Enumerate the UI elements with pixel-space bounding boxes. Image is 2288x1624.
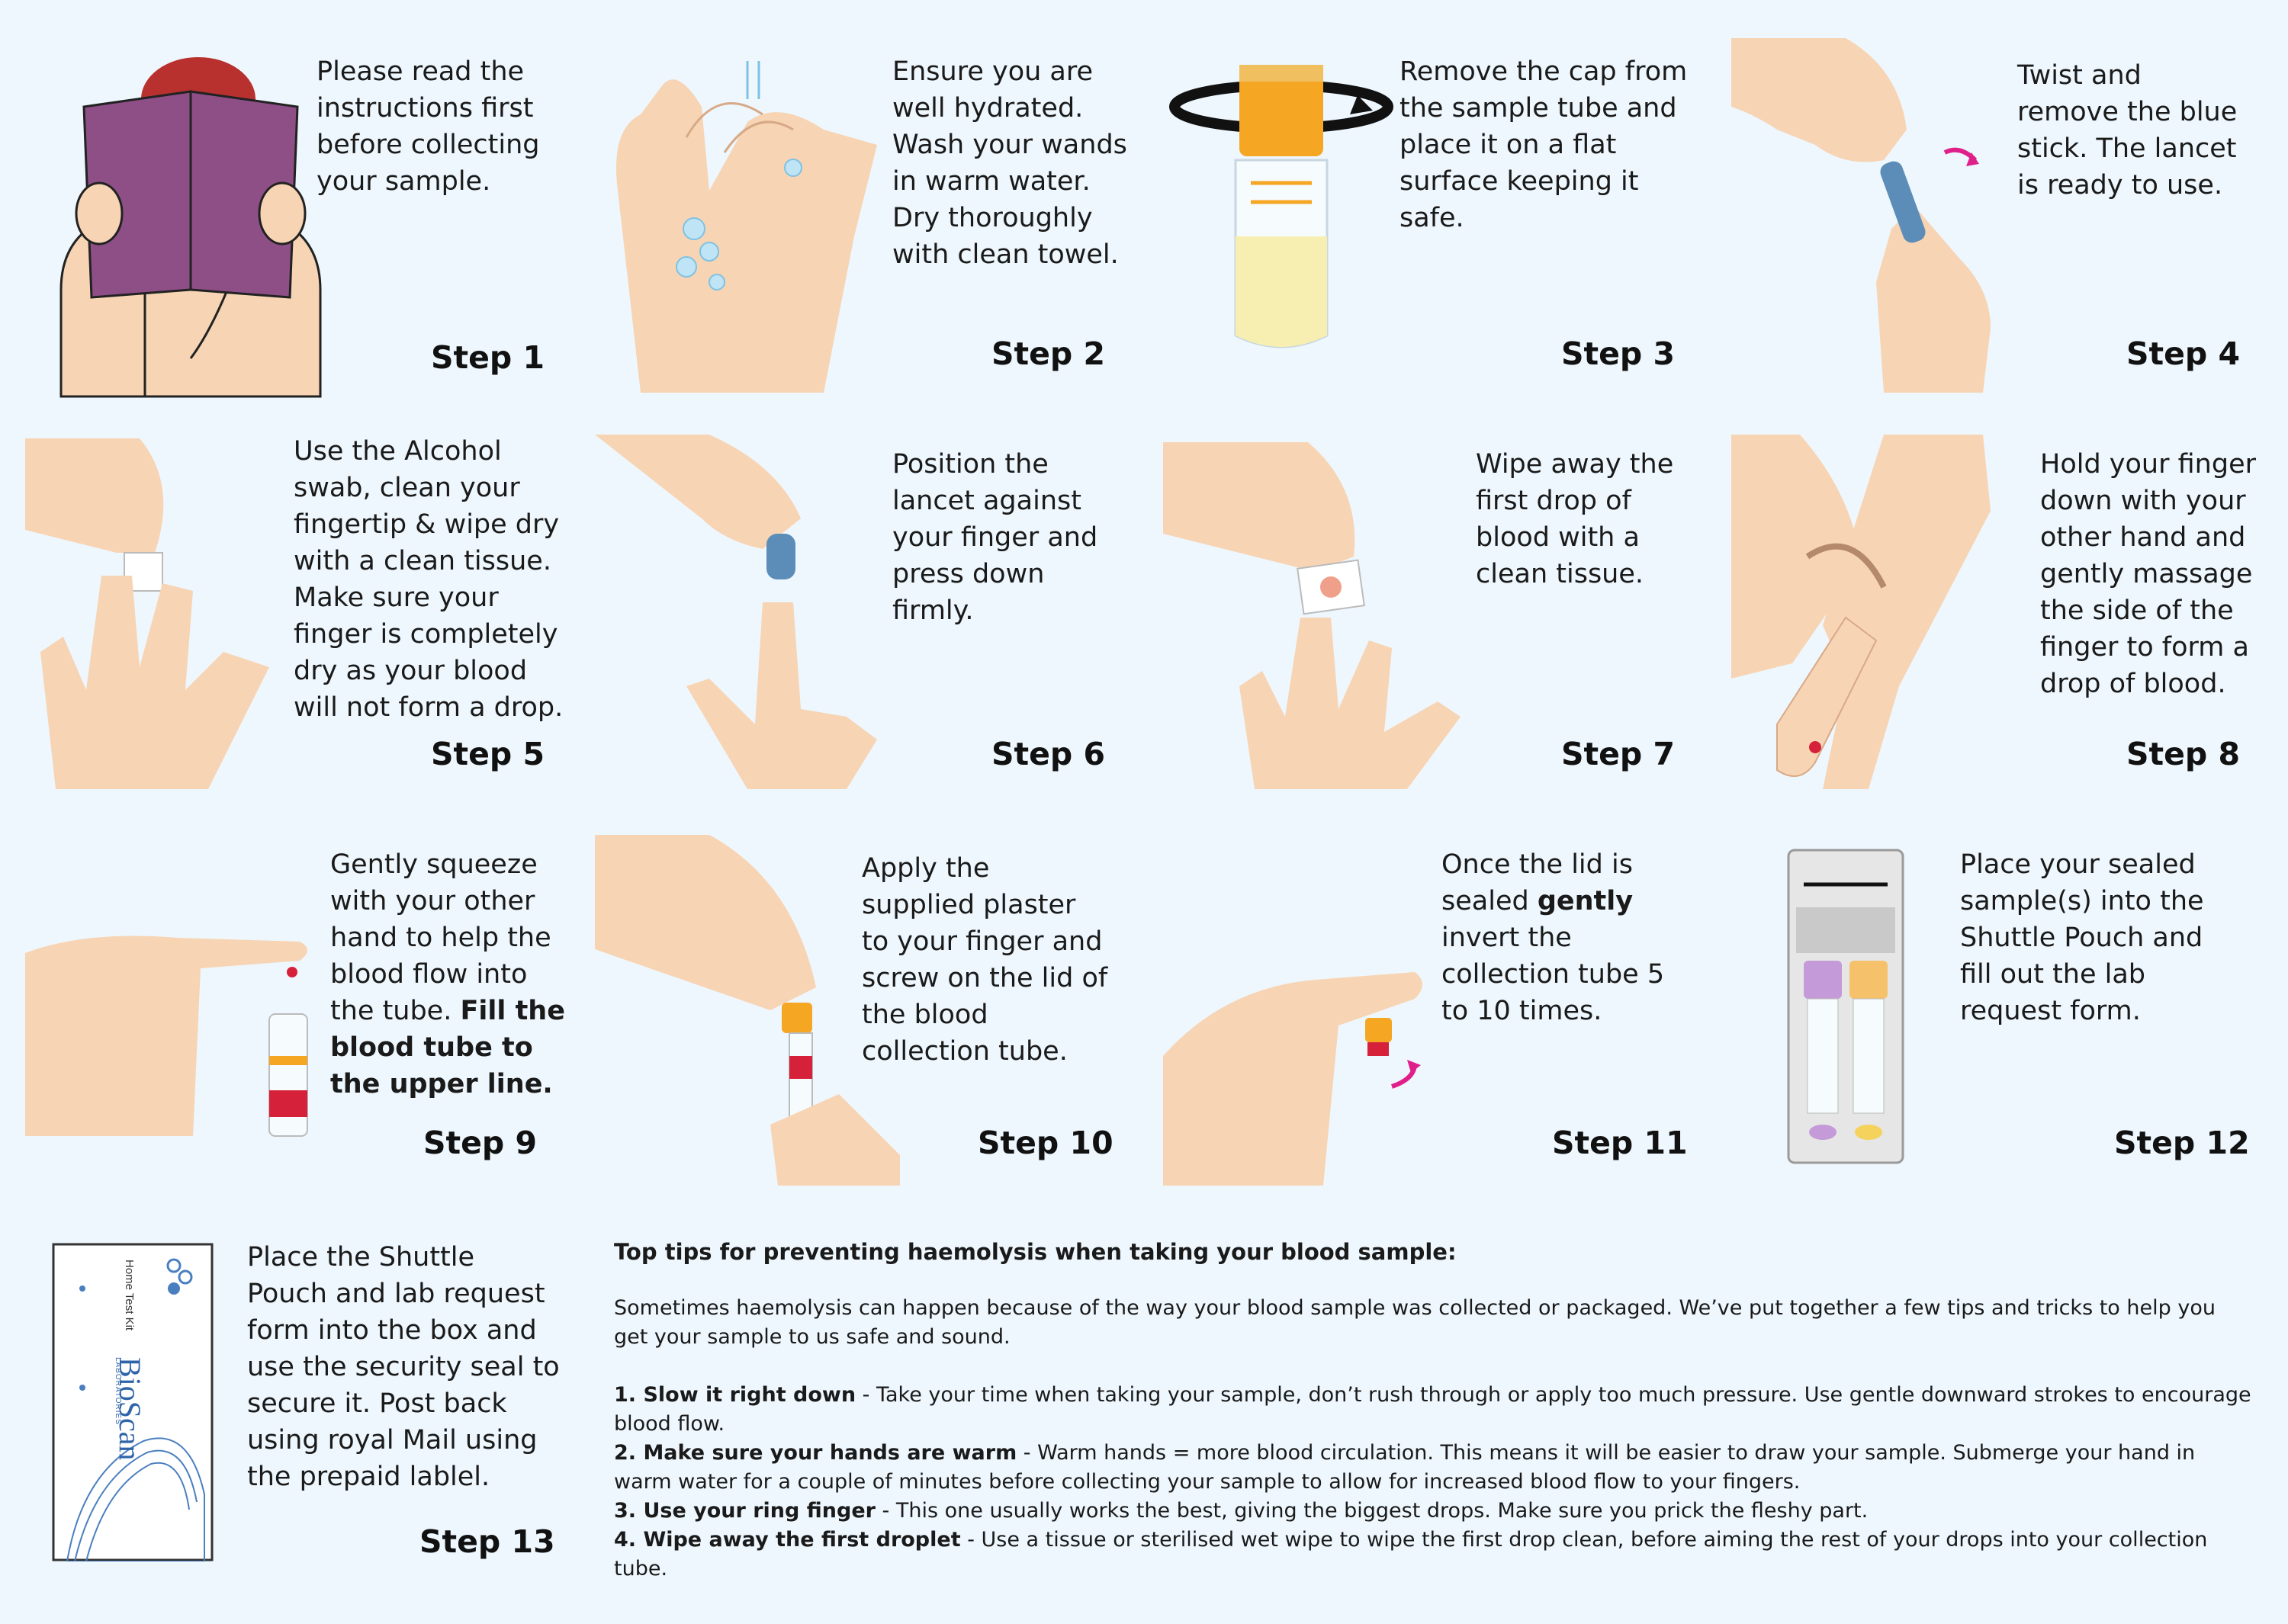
step-13: BioScan LABORATORIES Home Test Kit Place…	[52, 1242, 616, 1624]
step-2-label: Step 2	[991, 335, 1106, 372]
step-12-label: Step 12	[2114, 1125, 2250, 1161]
step-11-label: Step 11	[1552, 1125, 1688, 1161]
lancet-twist-illustration	[1731, 38, 2013, 393]
lancet-press-illustration	[595, 435, 900, 789]
bioscan-box-illustration: BioScan LABORATORIES Home Test Kit	[52, 1243, 214, 1561]
step-5-label: Step 5	[431, 736, 545, 772]
step-3-label: Step 3	[1561, 335, 1676, 372]
invert-tube-illustration	[1163, 835, 1453, 1186]
finger-massage-illustration	[1731, 435, 2021, 789]
tip-item: 2. Make sure your hands are warm - Warm …	[614, 1441, 2196, 1494]
step-8-label: Step 8	[2126, 736, 2241, 772]
step-11: Once the lid is sealed gently invert the…	[1163, 835, 1727, 1216]
squeeze-into-tube-illustration	[25, 839, 315, 1151]
tips-intro: Sometimes haemolysis can happen because …	[614, 1296, 2216, 1349]
step-4-label: Step 4	[2126, 335, 2241, 372]
tip-item: 4. Wipe away the first droplet - Use a t…	[614, 1528, 2208, 1581]
box-sub-label: LABORATORIES	[114, 1357, 122, 1425]
tip-item: 1. Slow it right down - Take your time w…	[614, 1383, 2251, 1436]
reading-person-illustration	[31, 38, 351, 404]
tip-item: 3. Use your ring finger - This one usual…	[614, 1499, 1869, 1523]
haemolysis-tips: Top tips for preventing haemolysis when …	[614, 1239, 2254, 1584]
tips-heading: Top tips for preventing haemolysis when …	[614, 1239, 1457, 1265]
step-11-text: Once the lid is sealed gently invert the…	[1441, 849, 1665, 1026]
wipe-drop-illustration	[1163, 442, 1468, 789]
washing-hands-illustration	[595, 38, 885, 393]
step-6-label: Step 6	[991, 736, 1106, 772]
step-13-label: Step 13	[419, 1523, 555, 1560]
alcohol-swab-illustration	[25, 438, 284, 789]
step-9-label: Step 9	[423, 1125, 538, 1161]
step-1-label: Step 1	[431, 339, 545, 376]
step-7-label: Step 7	[1561, 736, 1676, 772]
step-10-label: Step 10	[978, 1125, 1113, 1161]
plaster-and-lid-illustration	[595, 835, 908, 1186]
sample-tube-cap-illustration	[1167, 38, 1396, 358]
shuttle-pouch-illustration	[1785, 846, 1907, 1167]
box-kit-label: Home Test Kit	[123, 1260, 136, 1331]
